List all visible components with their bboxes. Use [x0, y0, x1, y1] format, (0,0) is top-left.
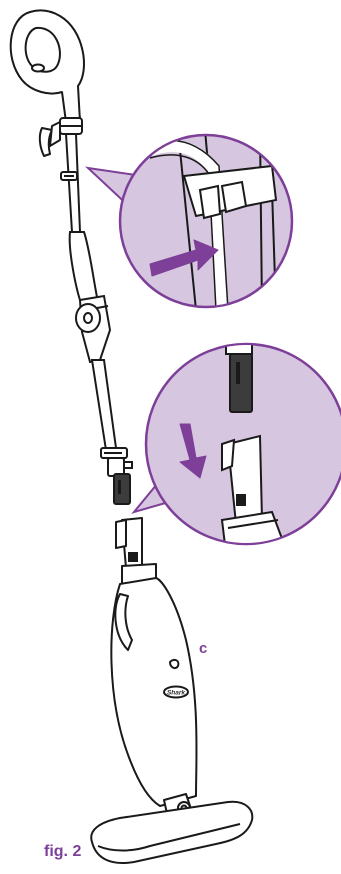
mop-body: [90, 517, 254, 864]
figure-caption: fig. 2: [44, 843, 82, 860]
zoom-callout-cord-clip: [84, 133, 294, 309]
arrow-right-icon: [149, 239, 219, 277]
upper-pole: [60, 133, 100, 308]
zoom-callout-connector: [131, 342, 341, 546]
arrow-down-icon: [179, 423, 207, 479]
brand-logo: Shark: [167, 690, 185, 697]
part-label-c: c: [199, 640, 208, 657]
mop-handle: [9, 9, 85, 157]
swivel-joint: [75, 294, 112, 364]
lower-pole: [90, 359, 133, 505]
